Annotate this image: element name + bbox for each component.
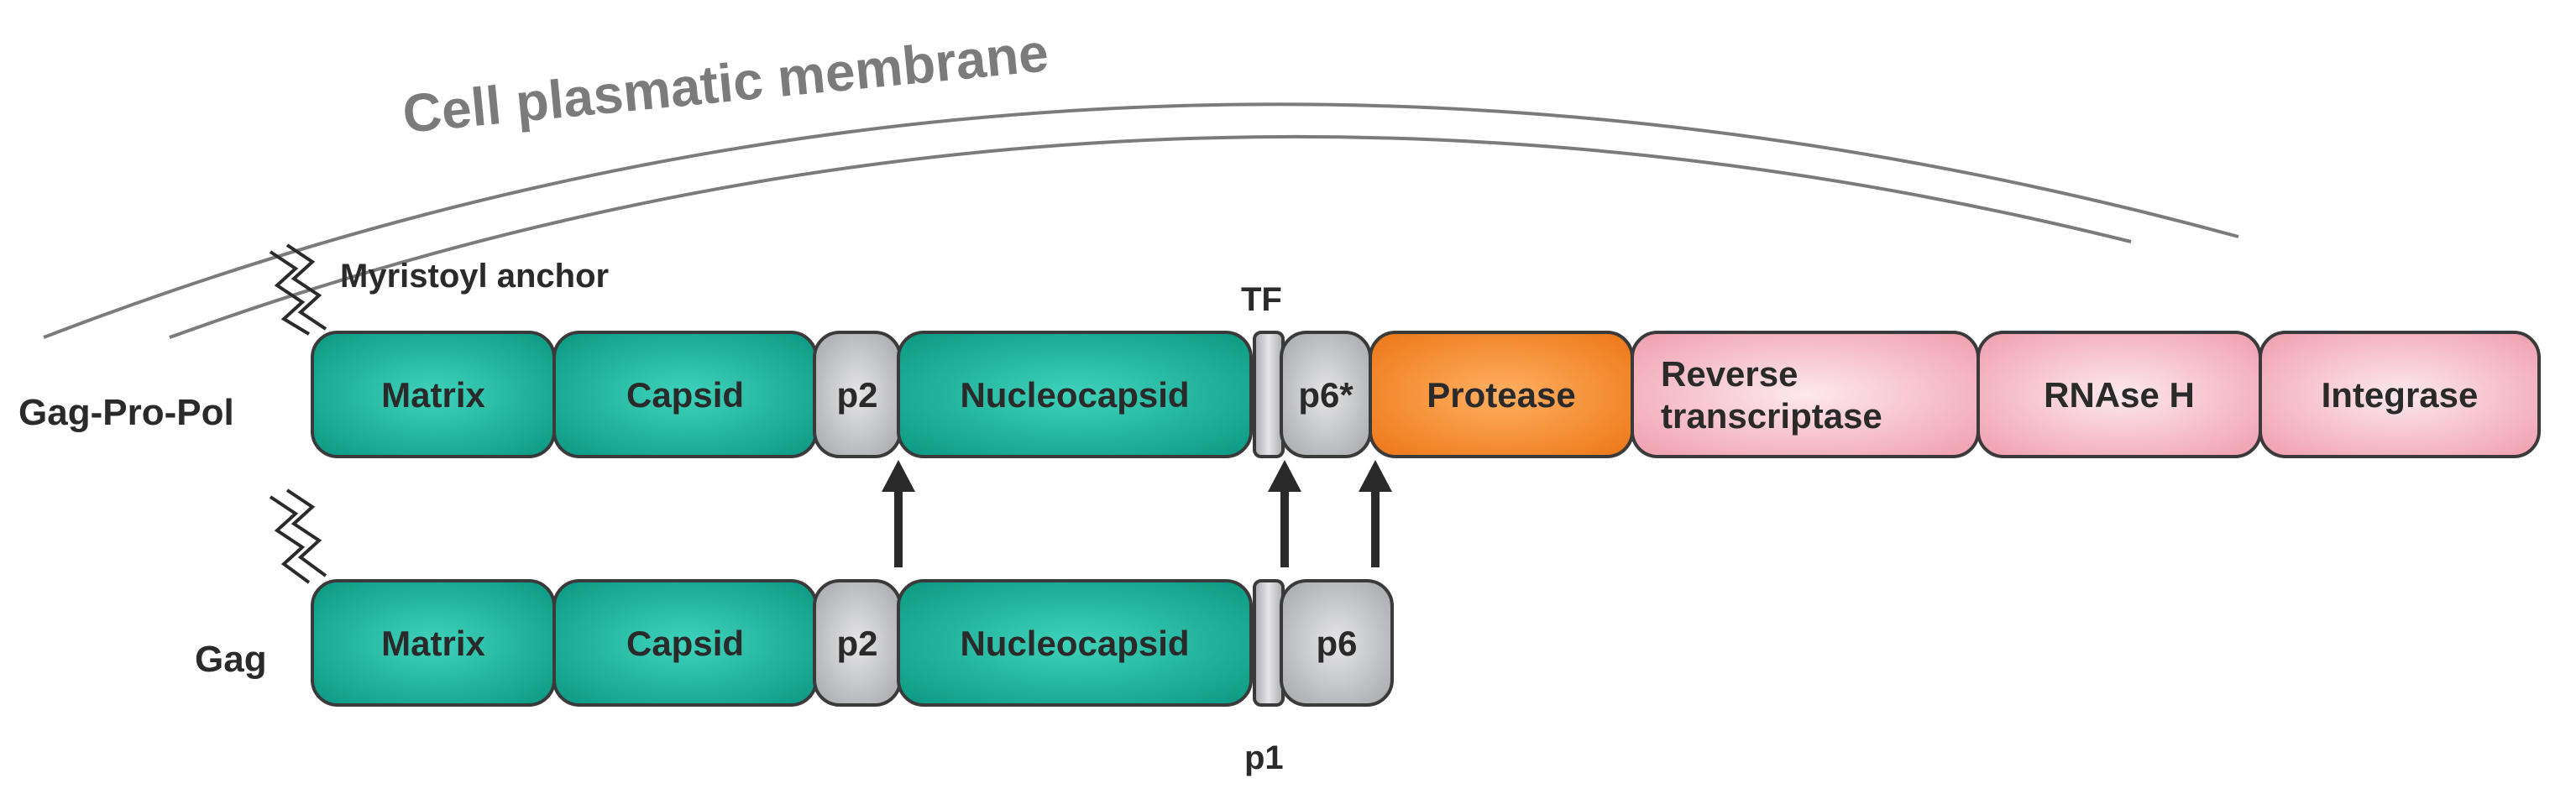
segment-p2-label: p2 (836, 375, 877, 415)
segment-matrix: Matrix (311, 331, 556, 458)
row-label-gag-pro-pol: Gag-Pro-Pol (18, 392, 234, 433)
segment-p6: p6 (1280, 579, 1394, 707)
segment-integrase: Integrase (2259, 331, 2541, 458)
segment-p6-star: p6* (1280, 331, 1372, 458)
segment-p6-label: p6 (1316, 624, 1357, 663)
segment-p2: p2 (813, 579, 902, 707)
segment-protease-label: Protease (1427, 375, 1575, 415)
segment-capsid-label: Capsid (626, 375, 744, 415)
segment-nucleocapsid: Nucleocapsid (897, 579, 1253, 707)
membrane-arc-inner (169, 134, 2132, 339)
row-label-gag: Gag (195, 639, 267, 680)
segment-matrix: Matrix (311, 579, 556, 707)
anchor-label: Myristoyl anchor (340, 258, 609, 295)
segment-tf (1253, 331, 1285, 458)
segment-nucleocapsid-box (897, 579, 1253, 707)
segment-integrase-box (2259, 331, 2541, 458)
segment-capsid: Capsid (552, 331, 818, 458)
segment-matrix-label: Matrix (381, 375, 485, 415)
cleavage-arrows (882, 460, 1392, 567)
segment-p1-box (1253, 579, 1285, 707)
segment-nucleocapsid-box (897, 331, 1253, 458)
segment-protease: Protease (1369, 331, 1634, 458)
cleavage-arrow-p2-nc (882, 460, 915, 567)
segment-tf-box (1253, 331, 1285, 458)
myristoyl-anchor-top (269, 243, 327, 336)
segment-nucleocapsid-label: Nucleocapsid (960, 375, 1189, 415)
myristoyl-anchor-bottom (269, 488, 327, 584)
segment-p2: p2 (813, 331, 902, 458)
gag-polyprotein: Matrix Capsid p2 Nucleocapsid p6 (311, 579, 1394, 707)
segment-nucleocapsid: Nucleocapsid (897, 331, 1253, 458)
cleavage-arrow-p1-p6 (1268, 460, 1301, 567)
cleavage-arrow-p6-protease (1359, 460, 1392, 567)
membrane-label: Cell plasmatic membrane (400, 22, 1050, 144)
segment-p2-label: p2 (836, 624, 877, 663)
segment-matrix-label: Matrix (381, 624, 485, 663)
anchor-zigzag-d (285, 488, 327, 577)
gag-pro-pol-polyprotein: Matrix Capsid p2 Nucleocapsid p6* Protease Rev… (311, 331, 2541, 458)
anchor-zigzag-a (269, 250, 311, 336)
p1-label: p1 (1244, 739, 1284, 776)
segment-reverse-transcriptase-box (1631, 331, 1980, 458)
segment-p1 (1253, 579, 1285, 707)
segment-p6-star-label: p6* (1298, 375, 1353, 415)
segment-rnase-h: RNAse H (1977, 331, 2262, 458)
segment-integrase-label: Integrase (2322, 375, 2479, 415)
membrane-arc-outer (43, 102, 2239, 339)
segment-p6-box (1280, 579, 1394, 707)
segment-nucleocapsid-label: Nucleocapsid (960, 624, 1189, 663)
segment-rnase-h-label: RNAse H (2044, 375, 2195, 415)
segment-capsid: Capsid (552, 579, 818, 707)
anchor-zigzag-c (269, 495, 311, 584)
tf-label: TF (1241, 281, 1282, 318)
anchor-zigzag-b (285, 243, 327, 331)
segment-capsid-label: Capsid (626, 624, 744, 663)
